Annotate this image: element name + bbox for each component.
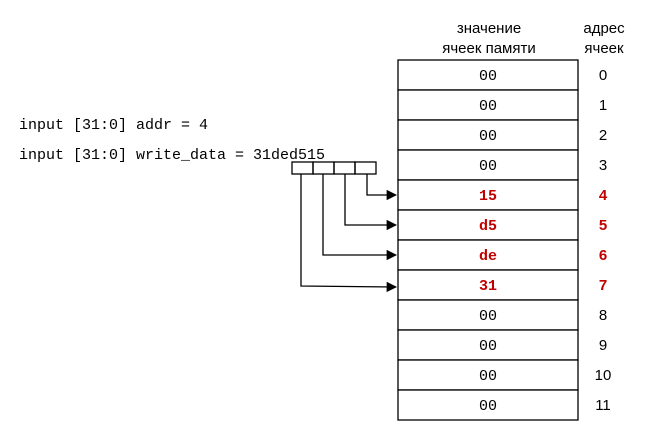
memory-row-3: 00 3 [397,149,607,181]
memory-address: 0 [599,67,607,84]
memory-value: 15 [479,188,497,205]
memory-value: 00 [479,368,497,385]
memory-cell [397,89,579,121]
memory-value: 00 [479,158,497,175]
memory-address: 1 [599,97,607,114]
memory-cell [397,269,579,301]
arrow-byte2-to-addr6 [322,174,398,261]
memory-address: 10 [595,367,612,384]
memory-cell [397,329,579,361]
arrow-byte1-to-addr5 [344,174,398,231]
memory-address: 2 [599,127,607,144]
memory-value: 00 [479,98,497,115]
memory-address: 6 [599,247,607,264]
addr-header-line1: адрес [583,20,625,37]
memory-address: 5 [599,217,607,234]
memory-row-2: 00 2 [397,119,607,151]
memory-value: 31 [479,278,497,295]
memory-address: 3 [599,157,607,174]
addr-declaration: input [31:0] addr = 4 [19,117,208,134]
value-header-line1: значение [457,20,521,37]
memory-value: 00 [479,128,497,145]
write-data-declaration: input [31:0] write_data = 31ded515 [19,147,325,164]
addr-header-line2: ячеек [584,40,624,57]
byte-box-1 [333,161,356,175]
memory-value: d5 [479,218,497,235]
memory-value: 00 [479,308,497,325]
memory-cell [397,149,579,181]
byte-box-0 [354,161,377,175]
memory-cell [397,389,579,421]
memory-cell [397,59,579,91]
memory-value: de [479,248,497,265]
memory-value: 00 [479,338,497,355]
memory-address: 9 [599,337,607,354]
memory-row-7: 31 7 [397,269,607,301]
arrow-byte0-to-addr4 [366,174,398,201]
arrow-byte3-to-addr7 [300,174,398,293]
byte-arrows [300,174,398,293]
memory-value: 00 [479,398,497,415]
memory-address: 11 [595,397,611,414]
memory-row-5: d5 5 [397,209,607,241]
memory-address: 4 [599,187,608,204]
value-header-line2: ячеек памяти [442,40,536,57]
memory-row-4: 15 4 [397,179,608,211]
memory-row-10: 00 10 [397,359,612,391]
memory-row-1: 00 1 [397,89,607,121]
memory-address: 7 [599,277,607,294]
memory-row-8: 00 8 [397,299,607,331]
memory-value: 00 [479,68,497,85]
memory-row-9: 00 9 [397,329,607,361]
memory-cell [397,359,579,391]
memory-row-11: 00 11 [397,389,611,421]
memory-row-6: de 6 [397,239,607,271]
memory-address: 8 [599,307,607,324]
memory-cell [397,209,579,241]
